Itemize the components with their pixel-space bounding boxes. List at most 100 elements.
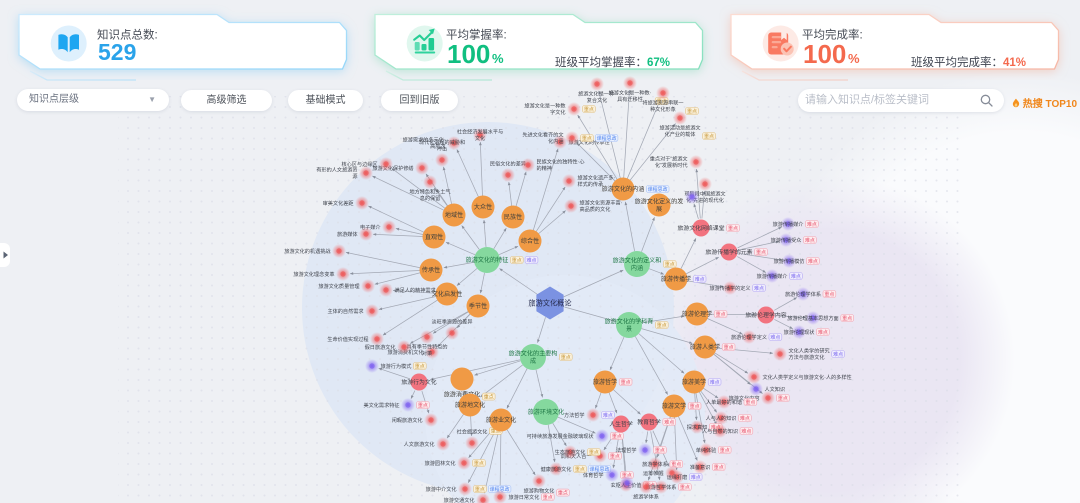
svg-text:旅游园林文化: 旅游园林文化	[425, 459, 456, 467]
svg-text:难点: 难点	[740, 415, 750, 422]
svg-text:地域性: 地域性	[445, 211, 463, 219]
svg-text:旅游媒体: 旅游媒体	[337, 230, 358, 238]
svg-text:人文知识: 人文知识	[765, 385, 786, 393]
svg-text:人生哲学: 人生哲学	[609, 420, 633, 428]
svg-text:重点: 重点	[756, 249, 766, 256]
svg-text:重点: 重点	[474, 460, 484, 467]
svg-text:100: 100	[803, 39, 846, 69]
svg-text:重点: 重点	[575, 466, 585, 473]
svg-text:529: 529	[98, 39, 136, 65]
svg-text:旅游伦理学体系: 旅游伦理学体系	[785, 290, 821, 298]
svg-text:重点: 重点	[716, 311, 726, 318]
svg-text:旅游需求的多元化·: 旅游需求的多元化·	[403, 136, 446, 144]
svg-text:民俗文化的差异: 民俗文化的差异	[490, 160, 526, 168]
svg-text:课程思政: 课程思政	[648, 186, 668, 193]
svg-text:旅游文化的机遇挑战: 旅游文化的机遇挑战	[284, 247, 330, 255]
svg-text:闲暇旅游文化: 闲暇旅游文化	[392, 416, 423, 424]
svg-text:运缘打磨: 运缘打磨	[667, 473, 688, 481]
svg-text:难点: 难点	[818, 329, 828, 336]
svg-text:班级平均完成率：: 班级平均完成率：	[911, 55, 1003, 69]
svg-text:息的保留: 息的保留	[420, 194, 441, 202]
svg-text:旅游业文化: 旅游业文化	[486, 416, 516, 424]
svg-text:体育哲学: 体育哲学	[583, 471, 604, 479]
svg-text:将旅游资源串联一: 将旅游资源串联一	[642, 99, 683, 107]
svg-text:民族性: 民族性	[504, 213, 522, 221]
svg-text:社会经济发展水平与: 社会经济发展水平与	[457, 128, 503, 136]
svg-text:旅游文化内容: 旅游文化内容	[729, 394, 760, 402]
svg-text:旅游学体系: 旅游学体系	[633, 493, 659, 501]
svg-text:直观性: 直观性	[425, 233, 443, 241]
svg-text:先进文化看齐的文: 先进文化看齐的文	[522, 131, 563, 139]
svg-text:41%: 41%	[1003, 57, 1026, 69]
svg-text:旅游购物文化: 旅游购物文化	[524, 487, 555, 495]
svg-text:重点: 重点	[418, 402, 428, 409]
svg-text:67%: 67%	[647, 57, 670, 69]
svg-text:重点: 重点	[589, 449, 599, 456]
svg-text:冲击: 冲击	[437, 145, 447, 153]
svg-text:旅游文化理念变革: 旅游文化理念变革	[293, 270, 334, 278]
svg-text:内涵: 内涵	[631, 264, 643, 272]
svg-text:重点: 重点	[704, 133, 714, 140]
svg-text:方法与旅游文化: 方法与旅游文化	[789, 353, 825, 361]
svg-text:文化: 文化	[475, 134, 485, 142]
svg-text:旅游传播受众: 旅游传播受众	[771, 236, 802, 244]
svg-text:审美文化差距: 审美文化差距	[323, 199, 354, 207]
svg-text:民族文化的独特性·心: 民族文化的独特性·心	[537, 158, 585, 166]
svg-text:难点: 难点	[695, 276, 705, 283]
svg-text:源: 源	[352, 172, 357, 180]
svg-text:%: %	[492, 51, 504, 66]
svg-text:旅游环境文化: 旅游环境文化	[528, 408, 565, 416]
svg-text:难点: 难点	[808, 258, 818, 265]
svg-text:重点: 重点	[475, 486, 485, 493]
svg-text:重点: 重点	[484, 393, 494, 400]
svg-text:重点: 重点	[491, 428, 501, 435]
svg-text:重点: 重点	[842, 315, 852, 322]
svg-text:电子媒介: 电子媒介	[360, 223, 381, 231]
svg-text:可持续旅游发展金融玻璃现状: 可持续旅游发展金融玻璃现状	[527, 432, 594, 440]
svg-text:课程思政: 课程思政	[589, 466, 609, 473]
svg-text:重点: 重点	[621, 379, 631, 386]
svg-text:旅游日常文化: 旅游日常文化	[509, 493, 540, 501]
svg-text:%: %	[848, 51, 860, 66]
svg-text:旅游伦理学: 旅游伦理学	[682, 310, 712, 318]
svg-text:旅游地文化: 旅游地文化	[455, 401, 485, 409]
svg-text:景: 景	[626, 326, 632, 333]
svg-text:旅游伦理现状: 旅游伦理现状	[784, 328, 815, 336]
svg-text:重点: 重点	[655, 447, 665, 454]
svg-text:复合文化: 复合文化	[587, 96, 608, 104]
svg-text:大众性: 大众性	[474, 203, 492, 211]
svg-text:重点: 重点	[778, 395, 788, 402]
svg-text:旅游文化是一种·: 旅游文化是一种·	[578, 90, 616, 98]
svg-text:旅游文学: 旅游文学	[662, 402, 686, 410]
svg-text:文化启发性: 文化启发性	[432, 290, 462, 298]
svg-text:重点: 重点	[543, 494, 553, 501]
svg-text:准备意识: 准备意识	[690, 463, 711, 471]
svg-text:难点: 难点	[741, 428, 751, 435]
svg-text:旅游哲学体系: 旅游哲学体系	[646, 483, 677, 491]
svg-text:传承性: 传承性	[422, 266, 440, 274]
svg-text:难点: 难点	[603, 412, 613, 419]
svg-text:重点: 重点	[745, 399, 755, 406]
svg-text:文化人类学的研究: 文化人类学的研究	[789, 347, 830, 355]
svg-text:旅游文化定义的发: 旅游文化定义的发	[635, 198, 684, 206]
svg-text:重点: 重点	[612, 433, 622, 440]
svg-text:成: 成	[530, 357, 536, 365]
svg-text:种文化形象: 种文化形象	[650, 105, 676, 113]
svg-text:旅游文化的内涵: 旅游文化的内涵	[602, 185, 645, 193]
svg-text:教育哲学: 教育哲学	[637, 418, 661, 426]
svg-text:现阶段中国旅游文: 现阶段中国旅游文	[684, 190, 725, 198]
svg-text:重点: 重点	[558, 489, 568, 496]
svg-text:人文旅游文化: 人文旅游文化	[404, 440, 435, 448]
svg-text:有形的人文旅游资: 有形的人文旅游资	[316, 166, 357, 174]
svg-text:重点: 重点	[622, 472, 632, 479]
svg-text:重点: 重点	[680, 484, 690, 491]
svg-text:高层次: 高层次	[430, 142, 445, 150]
svg-text:重点: 重点	[512, 257, 522, 264]
svg-text:调和天人合一: 调和天人合一	[561, 452, 592, 460]
svg-text:美文化需求特征: 美文化需求特征	[364, 401, 400, 409]
svg-text:重点: 重点	[582, 135, 592, 142]
svg-text:班级平均掌握率：: 班级平均掌握率：	[555, 55, 647, 69]
svg-text:平均掌握率:: 平均掌握率:	[446, 28, 507, 42]
svg-text:旅游伦理学定义: 旅游伦理学定义	[731, 333, 767, 341]
svg-text:旅游活动是旅游文: 旅游活动是旅游文	[659, 124, 700, 132]
